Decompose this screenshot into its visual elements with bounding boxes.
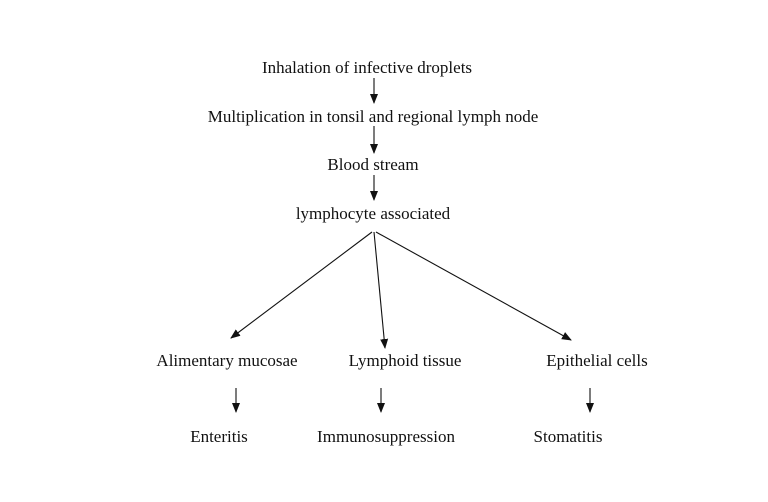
arrow-to-right-branch	[375, 231, 572, 341]
branch-lymphoid-tissue: Lymphoid tissue	[348, 351, 462, 370]
outcome-immunosuppression: Immunosuppression	[317, 427, 455, 446]
branch-epithelial-cells: Epithelial cells	[546, 351, 648, 370]
step-blood-stream: Blood stream	[327, 155, 419, 174]
arrow-to-middle-branch	[373, 231, 389, 349]
outcome-stomatitis: Stomatitis	[533, 427, 603, 446]
outcome-enteritis: Enteritis	[190, 427, 248, 446]
branch-alimentary-mucosae: Alimentary mucosae	[156, 351, 298, 370]
step-inhalation: Inhalation of infective droplets	[261, 58, 473, 77]
arrow-to-left-branch	[230, 231, 373, 339]
step-multiplication: Multiplication in tonsil and regional ly…	[207, 107, 539, 126]
step-lymphocyte-associated: lymphocyte associated	[295, 204, 451, 223]
